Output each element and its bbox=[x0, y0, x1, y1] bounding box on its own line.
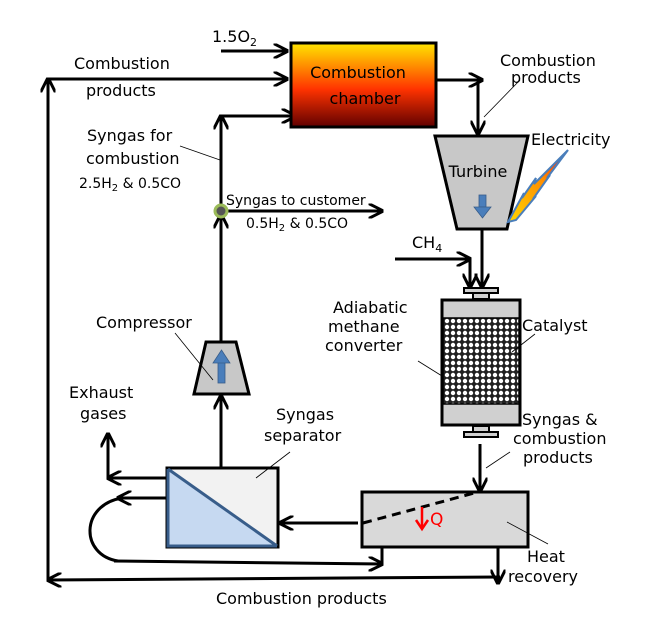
compressor-flow-arrow-icon bbox=[212, 349, 231, 384]
electricity-label: Electricity bbox=[531, 130, 610, 149]
heat-transfer-arrow-icon bbox=[414, 507, 430, 532]
turbine-flow-arrow-icon bbox=[473, 194, 492, 219]
syngas-for-combustion-line bbox=[221, 116, 295, 213]
catalyst-bed bbox=[442, 317, 520, 405]
heat-q-label: Q bbox=[430, 510, 443, 530]
heat-recovery-label-1: Heat bbox=[527, 547, 565, 566]
methane-feed-line bbox=[395, 259, 470, 287]
turbine-label: Turbine bbox=[448, 162, 508, 181]
syngas-splitter-node[interactable] bbox=[213, 203, 229, 219]
compressor-label: Compressor bbox=[96, 313, 192, 332]
converter-label-2: methane bbox=[328, 317, 400, 336]
combustion-products-right-label-2: products bbox=[511, 68, 581, 87]
heat-exchange-boundary bbox=[362, 490, 479, 525]
adiabatic-methane-converter[interactable] bbox=[440, 287, 522, 438]
membrane-line bbox=[167, 467, 278, 548]
combustion-products-right-label-1: Combustion bbox=[500, 51, 596, 70]
syngas-separator-label-1: Syngas bbox=[276, 405, 334, 424]
electricity-bolt-icon bbox=[506, 149, 569, 224]
methane-label: CH4 bbox=[412, 233, 442, 255]
syngas-combustion-products-label-2: combustion bbox=[513, 429, 606, 448]
syngas-separator-label-2: separator bbox=[264, 426, 342, 445]
syngas-to-customer-composition: 0.5H2 & 0.5CO bbox=[246, 216, 348, 234]
syngas-for-combustion-composition: 2.5H2 & 0.5CO bbox=[79, 176, 181, 194]
catalyst-label: Catalyst bbox=[522, 316, 588, 335]
syngas-to-customer-label: Syngas to customer bbox=[226, 193, 366, 209]
combustion-chamber-label-1: Combustion bbox=[310, 63, 406, 82]
exhaust-gases-label-1: Exhaust bbox=[69, 383, 133, 402]
heat-recovery-unit[interactable]: Q bbox=[360, 490, 530, 549]
syngas-for-combustion-label-1: Syngas for bbox=[87, 126, 173, 145]
combustion-products-top-label-2: products bbox=[86, 81, 156, 100]
turbine[interactable]: Turbine bbox=[433, 134, 530, 231]
compressor[interactable] bbox=[192, 340, 251, 396]
combustion-products-top-label-1: Combustion bbox=[74, 54, 170, 73]
combustion-chamber[interactable]: Combustion chamber bbox=[289, 41, 438, 129]
oxygen-label: 1.5O2 bbox=[212, 27, 257, 49]
exhaust-gases-line bbox=[108, 434, 167, 478]
syngas-separator[interactable] bbox=[165, 466, 280, 549]
converter-label-3: converter bbox=[325, 336, 403, 355]
syngas-for-combustion-label-2: combustion bbox=[86, 149, 179, 168]
converter-label-1: Adiabatic bbox=[333, 298, 408, 317]
combustion-products-recycle-line bbox=[48, 79, 501, 580]
syngas-combustion-products-label-1: Syngas & bbox=[522, 410, 598, 429]
chamber-outlet-line bbox=[436, 80, 482, 134]
heat-recovery-label-2: recovery bbox=[508, 567, 578, 586]
combustion-chamber-label-2: chamber bbox=[330, 89, 401, 108]
exhaust-gases-label-2: gases bbox=[80, 404, 126, 423]
separator-recycle-loop bbox=[88, 498, 382, 564]
syngas-combustion-products-label-3: products bbox=[523, 448, 593, 467]
combustion-products-bottom-label: Combustion products bbox=[216, 589, 387, 608]
